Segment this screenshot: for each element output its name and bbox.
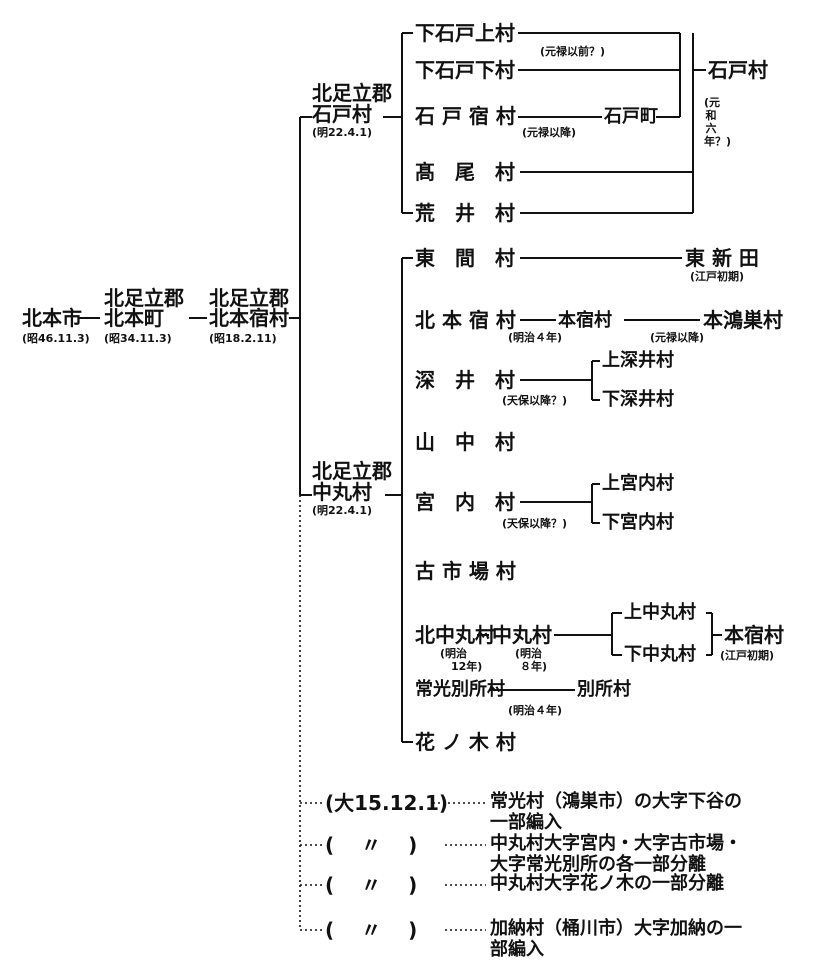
- genroku-after-note: (元禄以降): [522, 126, 577, 139]
- kitamoto-machi-date: (昭34.11.3): [104, 332, 172, 345]
- meiji12-note-a: (明治: [440, 647, 468, 660]
- higashi-shinden: 東 新 田: [685, 246, 759, 270]
- village-furuichiba: 古 市 場 村: [415, 559, 516, 583]
- kaminakamaru-mura: 上中丸村: [624, 602, 696, 623]
- village-kitanakamaru: 北中丸村: [415, 623, 495, 647]
- kitamotojuku-date: (昭18.2.11): [209, 332, 277, 345]
- genroku-before-note: (元禄以前？): [540, 45, 606, 58]
- ishido-origin: 石戸村: [708, 58, 768, 82]
- ishido-mura: 石戸村: [312, 102, 372, 126]
- nakamaru-village: 中丸村: [492, 623, 552, 647]
- shimomiyauchi-mura: 下宮内村: [602, 512, 674, 533]
- village-higashima: 東 間 村: [415, 246, 515, 270]
- edo-early-note: (江戸初期): [690, 270, 745, 283]
- kamifukai-mura: 上深井村: [602, 350, 674, 371]
- kitamoto-city: 北本市: [22, 306, 82, 330]
- meiji12-note-b: 12年): [451, 660, 483, 673]
- kitamoto-city-date: (昭46.11.3): [22, 332, 90, 345]
- change-date-3: ( 〃 ): [325, 873, 418, 897]
- ishido-machi: 石戸町: [604, 106, 658, 127]
- ishido-county: 北足立郡: [312, 81, 392, 105]
- genna-note: (元和六年？): [704, 96, 732, 148]
- change-date-4: ( 〃 ): [325, 918, 418, 942]
- village-joko-bessho: 常光別所村: [415, 679, 505, 700]
- change-text-3a: 中丸村大字花ノ木の一部分離: [490, 873, 724, 894]
- ishido-date: (明22.4.1): [312, 126, 373, 139]
- change-text-2b: 大字常光別所の各一部分離: [490, 854, 706, 875]
- kamimiyauchi-mura: 上宮内村: [602, 473, 674, 494]
- genroku-after-note-2: (元禄以降): [650, 331, 705, 344]
- change-text-1a: 常光村（鴻巣市）の大字下谷の: [490, 791, 742, 812]
- kitamotojuku-county: 北足立郡: [209, 286, 289, 310]
- nakamaru-date: (明22.4.1): [312, 504, 373, 517]
- village-fukai: 深 井 村: [415, 368, 515, 392]
- change-date-2: ( 〃 ): [325, 833, 418, 857]
- honjuku-origin: 本宿村: [724, 623, 784, 647]
- village-ishidojuku: 石 戸 宿 村: [415, 104, 516, 128]
- village-arai: 荒 井 村: [415, 201, 515, 225]
- village-takao: 髙 尾 村: [415, 160, 515, 184]
- tenpo-after-note-2: (天保以降？): [502, 517, 568, 530]
- tenpo-after-note: (天保以降？): [502, 394, 568, 407]
- motokonosu-mura: 本鴻巣村: [703, 308, 783, 332]
- village-shimoishido-shimo: 下石戸下村: [415, 58, 515, 82]
- village-hananoki: 花 ノ 木 村: [415, 730, 516, 754]
- shimonakamaru-mura: 下中丸村: [624, 644, 696, 665]
- kitamotojuku-mura: 北本宿村: [209, 306, 289, 330]
- change-date-1: (大15.12.1): [325, 791, 449, 815]
- kitamoto-machi: 北本町: [104, 306, 164, 330]
- honjuku-mura: 本宿村: [558, 310, 612, 331]
- meiji4-note: (明治４年): [508, 331, 563, 344]
- village-kitamotojuku: 北 本 宿 村: [415, 308, 516, 332]
- village-miyauchi: 宮 内 村: [415, 490, 515, 514]
- bessho-mura: 別所村: [577, 679, 631, 700]
- change-text-2a: 中丸村大字宮内・大字古市場・: [490, 833, 742, 854]
- meiji8-note-b: ８年): [520, 660, 548, 673]
- meiji8-note-a: (明治: [515, 647, 543, 660]
- kitamoto-machi-county: 北足立郡: [104, 286, 184, 310]
- change-text-1b: 一部編入: [490, 812, 562, 833]
- edo-early-note-2: (江戸初期): [720, 649, 775, 662]
- change-text-4a: 加納村（桶川市）大字加納の一: [490, 918, 742, 939]
- meiji4-note-2: (明治４年): [508, 704, 563, 717]
- change-text-4b: 部編入: [490, 939, 544, 960]
- nakamaru-county: 北足立郡: [312, 459, 392, 483]
- village-yamanaka: 山 中 村: [415, 430, 515, 454]
- shimofukai-mura: 下深井村: [602, 389, 674, 410]
- village-shimoishido-kami: 下石戸上村: [415, 21, 515, 45]
- nakamaru-mura: 中丸村: [312, 480, 372, 504]
